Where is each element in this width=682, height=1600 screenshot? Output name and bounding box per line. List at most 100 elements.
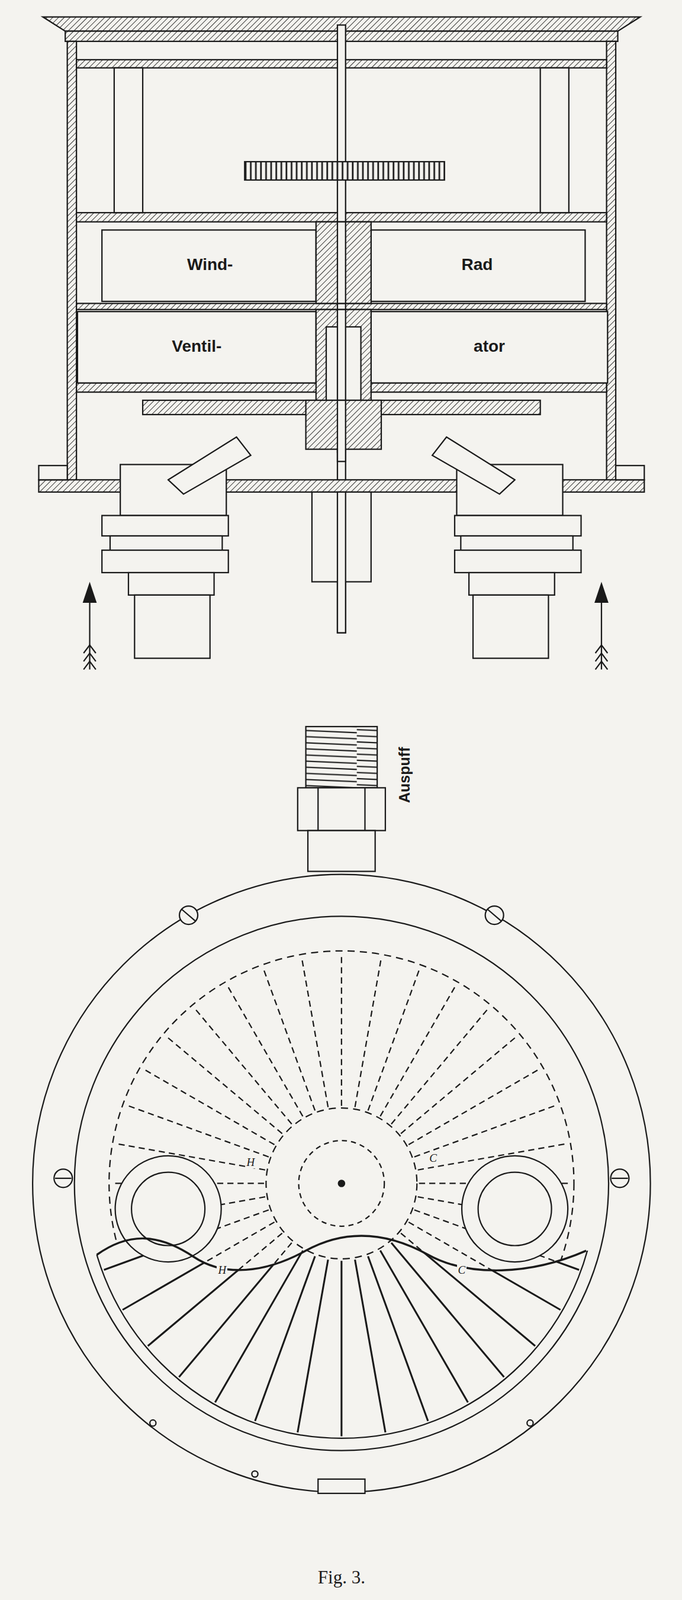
support-post: [540, 68, 569, 214]
vane-line: [104, 1096, 269, 1157]
wheel-outline: [298, 1140, 385, 1227]
exhaust-fitting: [306, 726, 378, 788]
vane-line: [368, 1255, 429, 1421]
vane-line: [341, 952, 343, 1106]
screw-head: [485, 905, 504, 925]
vane-line: [355, 1259, 386, 1433]
exhaust-fitting: [364, 787, 366, 831]
screw-head: [53, 905, 629, 1477]
hub: [316, 222, 372, 304]
letter-mark: C: [428, 1152, 439, 1165]
exhaust-stub: [311, 491, 372, 633]
vane-line: [380, 964, 468, 1116]
apparatus-drawing: [32, 17, 651, 1494]
inlet-pipe: [134, 594, 210, 659]
screw-head: [251, 1470, 258, 1477]
screw-head: [55, 1177, 72, 1179]
casing-ring: [32, 874, 651, 1493]
part-label: Auspuff: [396, 745, 414, 804]
vane-line: [380, 983, 457, 1116]
inlet-pipe: [454, 515, 582, 536]
vane-line: [340, 1260, 343, 1436]
wheel-chamber: Wind-Rad: [101, 229, 585, 301]
vane-line: [355, 956, 382, 1107]
wheel-chamber: [101, 229, 317, 302]
exhaust-fitting: [297, 787, 386, 831]
casing-ring: [32, 874, 651, 1494]
nozzle-cone: [432, 436, 515, 494]
vane-line: [368, 966, 421, 1111]
housing-wall: [606, 41, 616, 491]
housing-wall: [67, 41, 77, 491]
screw-head: [487, 908, 502, 922]
screw-head: [610, 1168, 629, 1187]
vane-line: [400, 1020, 536, 1134]
inlet-pipe-plan: [115, 1155, 222, 1262]
inlet-pipe: [128, 572, 215, 595]
inlet-pipe-plan: [115, 1155, 569, 1262]
flow-arrow: [595, 583, 608, 603]
vane-line: [355, 934, 386, 1108]
letter-mark: H: [245, 1156, 257, 1169]
vane-line: [148, 1020, 283, 1134]
vane-line: [88, 930, 595, 1436]
vane-line: [400, 1034, 519, 1134]
shaft: [337, 24, 346, 633]
exhaust-fitting: [317, 787, 319, 831]
inlet-pipe: [468, 572, 555, 595]
vane-line: [408, 1067, 542, 1145]
vane-line: [414, 1104, 559, 1157]
flow-arrow: [595, 652, 608, 662]
vane-line: [88, 930, 595, 1436]
wheel-chamber: Ventil-ator: [77, 310, 608, 383]
letter-mark: C: [457, 1263, 468, 1277]
flow-arrow: [595, 644, 608, 653]
vane-line: [214, 1250, 303, 1402]
flow-arrow: [83, 652, 96, 662]
inlet-pipe: [473, 594, 549, 659]
letter-mark: H: [216, 1263, 228, 1277]
figure-caption: Fig. 3.: [317, 1567, 366, 1588]
wheel-outline: [86, 928, 597, 1439]
cut-line: [97, 1235, 587, 1270]
inlet-pipe: [101, 549, 229, 573]
wheel-chamber: [371, 229, 586, 302]
exhaust-stub: [337, 491, 346, 633]
vane-line: [214, 964, 303, 1116]
part-label: ator: [473, 337, 505, 356]
support-post: [114, 68, 143, 214]
cut-line: [97, 1235, 587, 1270]
screw-head: [526, 1419, 533, 1426]
casing-ring: [317, 1478, 365, 1494]
vane-line: [193, 1006, 292, 1124]
inlet-pipe: [101, 515, 229, 536]
wheel-chamber: [371, 311, 608, 384]
vane-line: [262, 966, 315, 1111]
nozzle-cone: [168, 436, 251, 494]
flow-arrow: [83, 661, 96, 670]
vane-line: [124, 1104, 269, 1157]
vane-line: [391, 989, 504, 1124]
inlet-pipe: [454, 549, 582, 573]
flow-arrow: [83, 644, 96, 653]
screw-head: [179, 905, 198, 925]
wheel-outline: [338, 1179, 345, 1186]
rotor-disk: [337, 400, 346, 462]
wheel-outline: [265, 1107, 417, 1259]
inlet-pipe-plan: [131, 1172, 205, 1246]
exhaust-fitting: [297, 726, 386, 872]
wheel-chamber: [77, 311, 317, 384]
gear-wheel: [244, 161, 445, 180]
vane-line: [368, 945, 429, 1111]
screw-head: [611, 1177, 629, 1179]
vane-line: [414, 1096, 579, 1157]
exhaust-fitting: [307, 830, 376, 872]
flow-arrow: [595, 661, 608, 670]
wheel-outline: [108, 950, 574, 1416]
flow-arrow: [83, 583, 608, 670]
vane-line: [408, 1056, 561, 1145]
screw-head: [181, 908, 196, 922]
vane-line: [340, 930, 343, 1106]
vane-line: [255, 945, 315, 1111]
